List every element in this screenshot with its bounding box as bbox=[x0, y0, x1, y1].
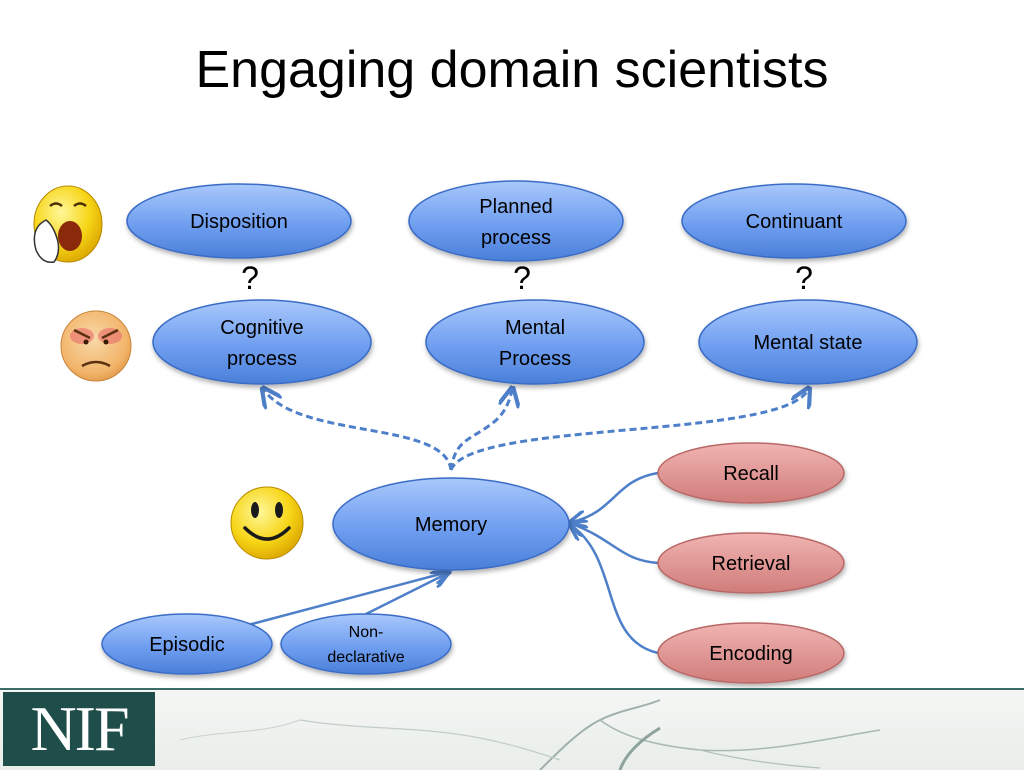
node-label: Recall bbox=[723, 463, 779, 485]
node-mental-state[interactable]: Mental state bbox=[698, 299, 918, 385]
node-label-line1: Planned bbox=[479, 196, 552, 218]
slide-title: Engaging domain scientists bbox=[195, 41, 829, 99]
node-recall[interactable]: Recall bbox=[657, 442, 845, 504]
node-label-line1: Non- bbox=[349, 624, 384, 641]
node-label-line1: Mental bbox=[505, 317, 565, 339]
node-label: Memory bbox=[415, 514, 487, 536]
node-label: Continuant bbox=[746, 211, 843, 233]
dashed-arrows bbox=[264, 390, 808, 471]
yawning-face-icon bbox=[33, 185, 103, 263]
node-label: Retrieval bbox=[712, 553, 791, 575]
connector-encoding bbox=[572, 526, 659, 655]
node-label-line1: Cognitive bbox=[220, 317, 303, 339]
node-cognitive-process[interactable]: Cognitive process bbox=[152, 299, 372, 385]
node-label-line2: process bbox=[227, 348, 297, 370]
solid-connectors bbox=[247, 471, 659, 655]
node-label-line2: declarative bbox=[327, 649, 404, 666]
question-mark: ? bbox=[513, 260, 531, 296]
nif-logo: NIF bbox=[3, 692, 155, 766]
angry-face-icon bbox=[60, 310, 132, 382]
arrow-memory-to-cognitive bbox=[264, 390, 453, 471]
connector-non-declarative bbox=[365, 574, 446, 616]
arrow-memory-to-mental-process bbox=[449, 390, 512, 471]
footer-banner bbox=[0, 688, 1024, 770]
node-memory[interactable]: Memory bbox=[332, 477, 570, 571]
arrow-memory-to-mental-state bbox=[449, 390, 808, 471]
node-continuant[interactable]: Continuant bbox=[681, 183, 907, 259]
connector-recall bbox=[572, 471, 659, 522]
node-non-declarative[interactable]: Non- declarative bbox=[280, 613, 452, 675]
node-label-line2: Process bbox=[499, 348, 571, 370]
node-label-line2: process bbox=[481, 227, 551, 249]
node-encoding[interactable]: Encoding bbox=[657, 622, 845, 684]
neuron-image bbox=[179, 699, 881, 770]
connector-retrieval bbox=[572, 524, 659, 565]
node-disposition[interactable]: Disposition bbox=[126, 183, 352, 259]
node-episodic[interactable]: Episodic bbox=[101, 613, 273, 675]
question-mark: ? bbox=[241, 260, 259, 296]
node-retrieval[interactable]: Retrieval bbox=[657, 532, 845, 594]
node-label: Disposition bbox=[190, 211, 288, 233]
node-label: Mental state bbox=[754, 332, 863, 354]
node-label: Episodic bbox=[149, 634, 225, 656]
node-mental-process[interactable]: Mental Process bbox=[425, 299, 645, 385]
connector-episodic bbox=[247, 572, 448, 627]
question-mark: ? bbox=[795, 260, 813, 296]
node-planned-process[interactable]: Planned process bbox=[408, 180, 624, 262]
smiley-face-icon bbox=[230, 486, 304, 560]
node-label: Encoding bbox=[709, 643, 792, 665]
